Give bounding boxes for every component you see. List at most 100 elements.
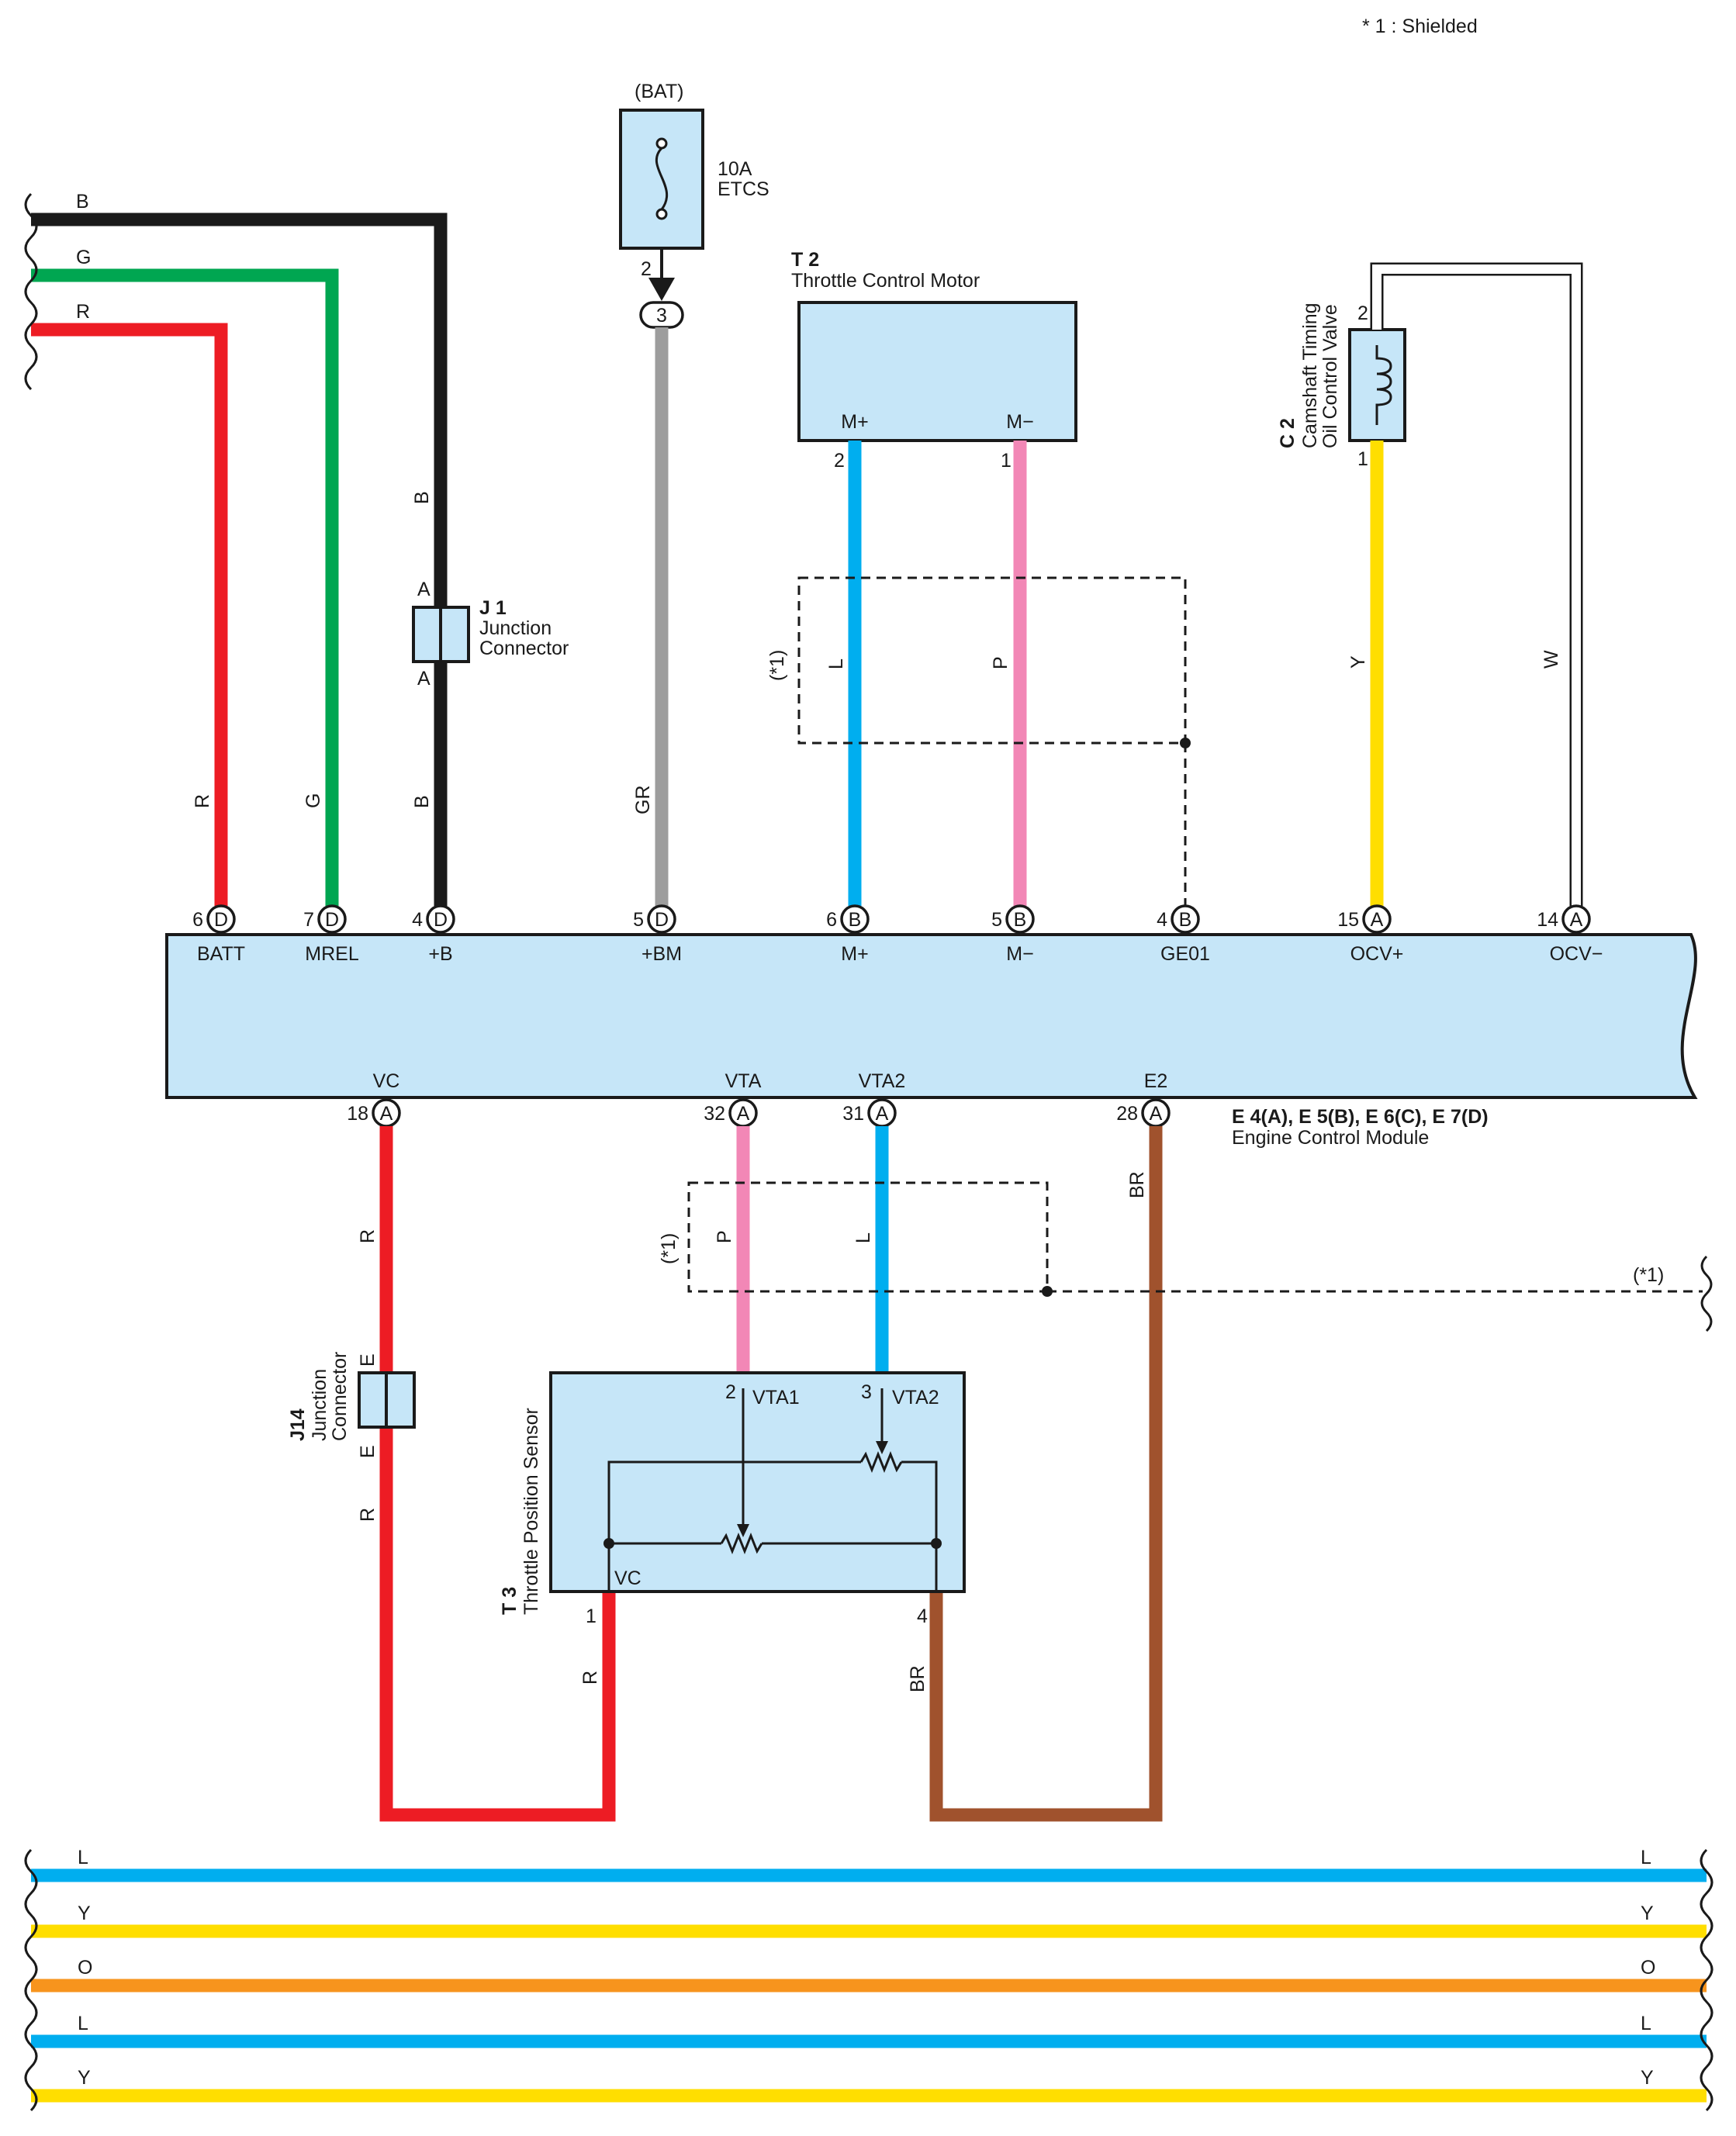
svg-text:M−: M− [1006,943,1033,965]
svg-text:18: 18 [347,1103,368,1125]
wire-break-icon [1700,1848,1714,2112]
fuse-icon [655,137,668,220]
shield-mark-motor: (*1) [766,650,788,681]
shielded-note: * 1 : Shielded [1362,16,1478,37]
svg-text:Y: Y [1641,2067,1654,2089]
t3-pin-vta1: 2 [725,1381,736,1403]
shield-motor: (*1) [766,576,1191,919]
ecm-top-pin-plus-bm: D 5 +BM [633,904,682,965]
ecm-top-pin-ocv-minus: A 14 OCV− [1537,904,1603,965]
svg-text:OCV−: OCV− [1550,943,1603,965]
wire-label-bm: GR [632,786,654,815]
wire-label-e2: BR [1126,1171,1148,1198]
j14-pin-bottom: E [357,1445,379,1458]
svg-text:4: 4 [1157,909,1167,931]
svg-text:+BM: +BM [641,943,682,965]
svg-text:+B: +B [428,943,452,965]
svg-text:L: L [78,1847,88,1868]
ecm-top-pin-ge01: B 4 GE01 [1157,904,1210,965]
wire-label-r: R [76,301,90,323]
wire-label-batt: R [192,794,213,808]
wire-w-ocv [1370,262,1583,919]
t3-vta2: VTA2 [892,1387,939,1408]
wire-label-plus-b-upper: B [411,491,433,504]
fuse-pin: 2 [641,258,652,280]
j1-name-line1: Junction [479,617,552,639]
ecm-title: E 4(A), E 5(B), E 6(C), E 7(D) [1232,1106,1489,1128]
wire-br-e2 [929,1126,1163,1822]
ecm-bottom-pin-vta2: VTA2 A 31 [842,1070,906,1128]
wire-label-vta: P [714,1230,735,1243]
svg-text:B: B [849,909,862,931]
ecm-name: Engine Control Module [1232,1127,1429,1149]
svg-text:O: O [78,1957,92,1979]
ecm-bottom-pin-vta: VTA A 32 [704,1070,762,1128]
svg-text:28: 28 [1116,1103,1138,1125]
t3-pin-e2: 4 [917,1605,928,1627]
j14-name-line1: Junction [309,1369,330,1441]
svg-text:Y: Y [1641,1903,1654,1924]
c2-id: C 2 [1277,418,1299,448]
wire-label-vc-lower: R [357,1508,379,1522]
t3-vta1: VTA1 [752,1387,800,1408]
c2-name-line1: Camshaft Timing [1299,302,1321,448]
t2-pin-minus: 1 [1001,450,1012,472]
svg-text:M+: M+ [841,943,868,965]
ecm-top-pin-mrel: D 7 MREL [303,904,359,965]
ecm-top-pin-batt: D 6 BATT [192,904,245,965]
t2-terminal-plus: M+ [841,411,868,433]
c2-name-line2: Oil Control Valve [1319,304,1341,448]
svg-text:7: 7 [303,909,314,931]
svg-text:Y: Y [78,1903,91,1924]
svg-text:GE01: GE01 [1160,943,1210,965]
ecm-top-pin-plus-b: D 4 +B [412,904,455,965]
t3-pin-vta2: 3 [861,1381,872,1403]
t3-pin-vc: 1 [586,1605,597,1627]
j14-name-line2: Connector [329,1352,351,1441]
svg-text:A: A [1371,909,1384,931]
wire-label-mrel: G [303,793,324,808]
wire-label-g: G [76,247,91,268]
j1-pin-bottom: A [417,668,431,690]
shield-mark-right: (*1) [1633,1264,1664,1286]
j14-id: J14 [287,1408,309,1441]
svg-text:5: 5 [633,909,644,931]
j14-junction-connector: E E J14 Junction Connector [287,1352,416,1458]
shield-sensor: (*1) (*1) [658,1181,1713,1332]
j1-pin-top: A [417,579,431,600]
wire-break-icon [24,192,38,391]
wire-r-vc [379,1126,616,1822]
ecm-bottom-pin-e2: E2 A 28 [1116,1070,1171,1128]
svg-text:14: 14 [1537,909,1558,931]
t2-throttle-control-motor: T 2 Throttle Control Motor M+ M− 2 1 [791,249,1077,472]
j1-id: J 1 [479,597,507,619]
t3-throttle-position-sensor: 2 3 VTA1 VTA2 VC 1 4 T 3 Throttle Positi… [499,1371,966,1627]
svg-text:A: A [1570,909,1583,931]
svg-text:D: D [655,909,669,931]
svg-text:VTA: VTA [725,1070,762,1092]
fuse-source: (BAT) [635,81,683,102]
svg-text:VTA2: VTA2 [859,1070,906,1092]
svg-text:Y: Y [78,2067,91,2089]
wire-b-top [31,213,448,919]
svg-text:5: 5 [991,909,1002,931]
svg-text:B: B [1014,909,1027,931]
t2-terminal-minus: M− [1006,411,1033,433]
svg-text:15: 15 [1337,909,1359,931]
fuse-etcs: (BAT) 10A ETCS 2 3 [619,81,769,329]
arrow-down-icon [648,278,675,301]
wire-g-top [31,268,339,919]
ecm-engine-control-module: D 6 BATT D 7 MREL D 4 +B D 5 +BM B 6 M+ [165,904,1698,1149]
wire-label-m-minus: P [990,656,1012,669]
t3-vc: VC [614,1567,641,1589]
svg-text:D: D [325,909,339,931]
svg-text:31: 31 [842,1103,864,1125]
wire-label-t3-vc: R [579,1671,601,1685]
top-left-wires: B G R [24,191,448,919]
svg-text:4: 4 [412,909,423,931]
c2-pin-top: 2 [1357,302,1368,324]
svg-text:D: D [434,909,448,931]
svg-text:B: B [1179,909,1192,931]
fuse-rating: 10A [718,158,752,180]
